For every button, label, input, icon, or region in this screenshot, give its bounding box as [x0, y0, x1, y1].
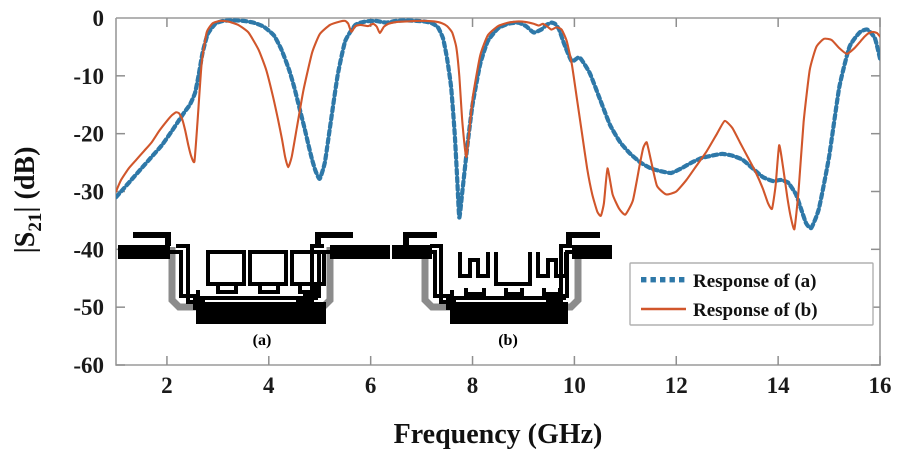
dotted-line-swatch	[641, 277, 685, 283]
inset-diagram-b: (b)	[392, 232, 612, 349]
x-tick-label: 8	[467, 373, 479, 398]
legend-dot	[641, 277, 647, 283]
x-axis-title: Frequency (GHz)	[394, 419, 603, 450]
legend-label-b: Response of (b)	[693, 300, 818, 321]
x-tick-label: 6	[365, 373, 377, 398]
y-axis-title-tail: | (dB)	[10, 147, 41, 213]
y-tick-label: -10	[73, 64, 104, 89]
x-tick-label: 16	[869, 373, 892, 398]
x-tick-label: 12	[665, 373, 688, 398]
x-tick-label: 2	[161, 373, 173, 398]
legend-label-a: Response of (a)	[693, 271, 817, 292]
x-tick-label: 10	[563, 373, 586, 398]
x-tick-label: 14	[767, 373, 791, 398]
chart-series-layer	[116, 18, 880, 231]
y-tick-label: -50	[73, 295, 104, 320]
x-tick-label: 4	[263, 373, 275, 398]
legend-entry-a[interactable]: Response of (a)	[641, 271, 817, 292]
legend-dot	[650, 277, 656, 283]
inset-label-a: (a)	[253, 332, 272, 349]
y-axis-title-base: |S	[10, 232, 41, 254]
y-tick-label: 0	[93, 6, 105, 31]
inset-diagram-a: (a)	[118, 232, 390, 349]
y-tick-label: -30	[73, 180, 104, 205]
svg-text:|S21| (dB): |S21| (dB)	[10, 147, 46, 254]
y-axis-ticks: 0 -10 -20 -30 -40 -50 -60	[73, 6, 880, 378]
y-tick-label: -60	[73, 353, 104, 378]
legend-dot	[679, 277, 685, 283]
legend-dot	[669, 277, 675, 283]
series-line-a	[116, 18, 880, 231]
legend-entry-b[interactable]: Response of (b)	[641, 300, 818, 321]
legend-dot	[660, 277, 666, 283]
inset-label-b: (b)	[498, 332, 518, 349]
y-tick-label: -20	[73, 122, 104, 147]
y-tick-label: -40	[73, 237, 104, 262]
y-axis-title-sub: 21	[25, 213, 46, 232]
series-line-b	[116, 19, 880, 231]
legend-background	[629, 262, 874, 326]
chart-legend: Response of (a) Response of (b)	[629, 262, 874, 326]
y-axis-title: |S21| (dB)	[10, 147, 46, 254]
